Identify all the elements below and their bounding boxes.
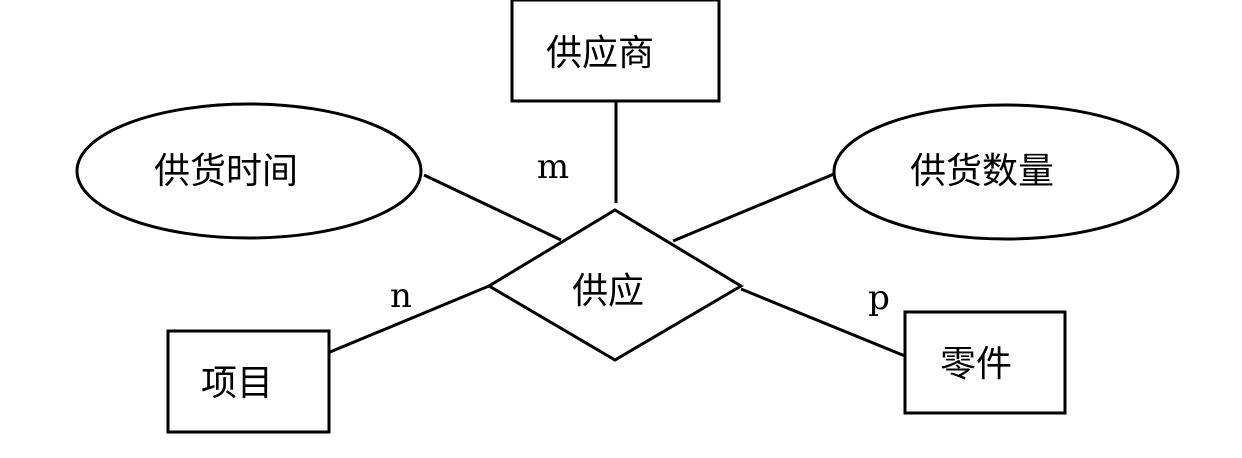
- cardinality-project: n: [390, 276, 412, 316]
- attribute-supply-quantity-label: 供货数量: [910, 151, 1054, 192]
- cardinality-supplier: m: [537, 147, 569, 187]
- relationship-supply-label: 供应: [572, 271, 644, 312]
- relationship-supply: 供应: [486, 208, 744, 362]
- edge-supply-quantity-supply: [672, 172, 835, 243]
- edge-part-supply: [740, 287, 906, 358]
- attribute-supply-time: 供货时间: [75, 102, 423, 240]
- entity-part: 零件: [903, 310, 1067, 415]
- attribute-supply-quantity: 供货数量: [832, 103, 1180, 241]
- entity-part-label: 零件: [940, 344, 1012, 385]
- entity-supplier: 供应商: [510, 0, 721, 103]
- entity-supplier-label: 供应商: [546, 33, 654, 74]
- entity-project-label: 项目: [201, 363, 273, 404]
- attribute-supply-time-label: 供货时间: [154, 151, 298, 192]
- entity-project: 项目: [166, 329, 331, 434]
- edge-project-supply: [329, 284, 490, 354]
- edge-supply-time-supply: [423, 173, 562, 242]
- cardinality-part: p: [868, 278, 890, 318]
